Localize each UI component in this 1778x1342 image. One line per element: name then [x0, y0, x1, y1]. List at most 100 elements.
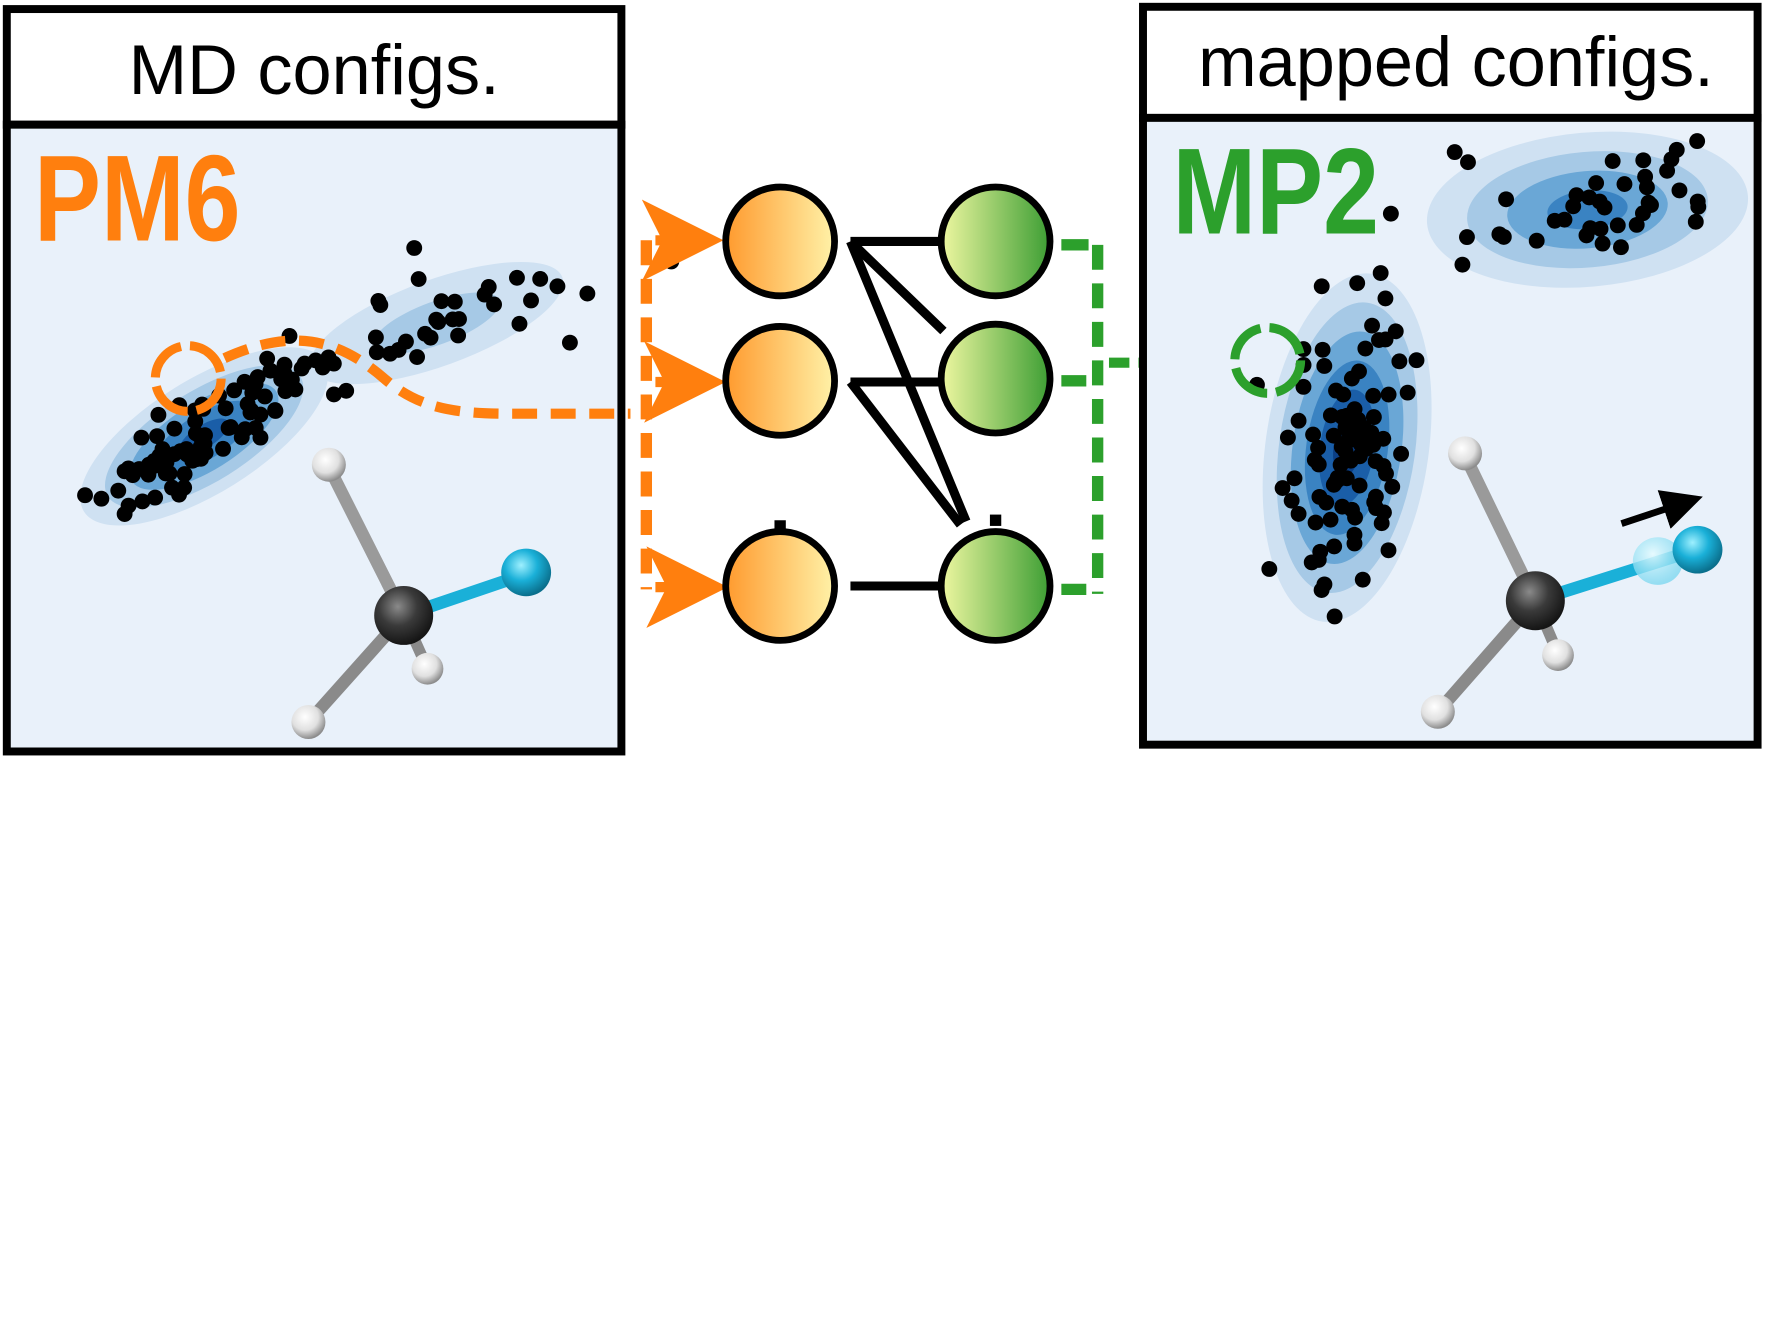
hydrogen-atom — [311, 447, 346, 482]
right-panel: mapped configs. MP2 — [1139, 2, 1762, 749]
scatter-point — [1408, 352, 1425, 369]
scatter-point — [1565, 198, 1582, 215]
right-selected-config-marker[interactable] — [1230, 323, 1306, 398]
scatter-point — [1609, 217, 1626, 234]
scatter-point — [314, 359, 331, 376]
scatter-point — [579, 285, 596, 302]
scatter-point — [1310, 551, 1327, 568]
scatter-point — [93, 490, 110, 507]
scatter-point — [149, 428, 165, 445]
scatter-point — [1332, 456, 1349, 473]
right-molecule — [1420, 436, 1723, 729]
left-panel: MD configs. PM6 — [2, 5, 680, 756]
scatter-point — [1354, 571, 1371, 588]
right-panel-header-box — [1139, 2, 1762, 122]
scatter-point — [549, 278, 566, 295]
scatter-point — [247, 376, 264, 392]
scatter-point — [338, 382, 355, 399]
scatter-point — [367, 329, 384, 346]
carbon-atom — [1505, 571, 1565, 631]
scatter-point — [1325, 427, 1342, 444]
scatter-point — [417, 325, 434, 342]
scatter-point — [451, 311, 467, 327]
scatter-point — [1326, 538, 1343, 555]
scatter-point — [1349, 275, 1366, 292]
right-method-label: MP2 — [1172, 123, 1378, 260]
scatter-point — [262, 362, 279, 379]
scatter-point — [1334, 498, 1351, 515]
scatter-point — [1290, 505, 1307, 522]
network-connections — [846, 236, 971, 591]
scatter-point — [1616, 176, 1633, 193]
left-scatter-points — [77, 240, 680, 522]
hydrogen-atom — [1420, 694, 1455, 729]
scatter-point — [1274, 480, 1291, 496]
scatter-point — [428, 311, 445, 328]
scatter-point — [1367, 453, 1384, 470]
left-panel-plot-area — [2, 120, 626, 756]
hydrogen-atom — [1448, 436, 1483, 471]
scatter-point — [1261, 561, 1278, 577]
scatter-point — [147, 489, 164, 506]
scatter-point — [1689, 133, 1706, 150]
scatter-point — [77, 487, 93, 504]
left-molecule — [291, 447, 552, 740]
scatter-point — [215, 440, 231, 457]
scatter-point — [1382, 205, 1399, 222]
scatter-point — [276, 356, 293, 373]
scatter-point — [370, 292, 387, 309]
output-node — [937, 528, 1054, 644]
scatter-point — [267, 403, 284, 419]
scatter-point — [1380, 542, 1397, 559]
scatter-point — [140, 466, 157, 483]
scatter-point — [406, 240, 423, 256]
scatter-point — [1307, 514, 1324, 531]
scatter-point — [1460, 154, 1476, 171]
neural-network — [640, 183, 1234, 644]
scatter-point — [217, 400, 234, 417]
substituent-ghost-atom — [1632, 537, 1683, 585]
left-panel-header: MD configs. — [129, 30, 500, 109]
scatter-point — [1305, 426, 1322, 443]
scatter-point — [532, 271, 549, 287]
scatter-point — [1637, 168, 1654, 185]
scatter-point — [1591, 193, 1608, 210]
scatter-point — [1295, 378, 1312, 395]
hydrogen-atom — [1542, 639, 1574, 671]
scatter-point — [1578, 227, 1595, 244]
input-node — [722, 183, 838, 300]
scatter-point — [259, 350, 276, 367]
displacement-arrow-icon — [1620, 490, 1703, 529]
scatter-point — [1325, 476, 1342, 493]
scatter-point — [1343, 370, 1360, 387]
scatter-point — [1318, 494, 1335, 511]
scatter-point — [184, 452, 201, 469]
scatter-point — [1498, 191, 1515, 208]
substituent-atom — [501, 548, 552, 597]
scatter-point — [433, 293, 450, 310]
left-selected-config-marker[interactable] — [150, 341, 226, 416]
scatter-point — [1378, 465, 1394, 482]
scatter-point — [172, 443, 189, 460]
scatter-point — [293, 360, 310, 377]
scatter-point — [256, 388, 273, 405]
scatter-point — [410, 271, 427, 287]
scatter-point — [1372, 265, 1389, 281]
scatter-point — [1446, 144, 1463, 161]
scatter-point — [273, 371, 290, 388]
scatter-point — [1377, 290, 1394, 307]
scatter-point — [1335, 386, 1352, 403]
scatter-point — [326, 386, 342, 403]
scatter-point — [134, 493, 151, 510]
scatter-point — [1346, 416, 1363, 433]
scatter-point — [1352, 430, 1369, 447]
scatter-point — [1663, 151, 1680, 168]
scatter-point — [1316, 358, 1333, 374]
scatter-point — [116, 506, 133, 522]
scatter-point — [281, 328, 298, 344]
scatter-point — [1322, 511, 1339, 528]
scatter-point — [1346, 401, 1363, 418]
scatter-point — [1326, 608, 1343, 625]
scatter-point — [1371, 332, 1387, 348]
scatter-point — [1613, 239, 1629, 256]
